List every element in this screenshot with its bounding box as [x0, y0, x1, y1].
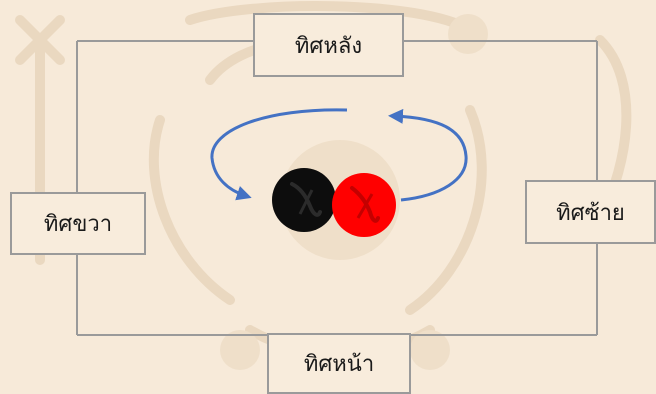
rotation-arrow-right [388, 108, 468, 202]
direction-label-left-side: ทิศซ้าย [525, 180, 656, 244]
frame-lines [76, 40, 598, 336]
direction-label-front-text: ทิศหน้า [303, 352, 375, 377]
direction-label-back: ทิศหลัง [253, 13, 404, 77]
direction-label-right-side: ทิศขวา [10, 192, 146, 255]
black-circle-figure [272, 168, 336, 232]
direction-label-front: ทิศหน้า [267, 333, 411, 394]
rotation-arrow-left [210, 108, 348, 201]
direction-label-back-text: ทิศหลัง [294, 33, 363, 59]
direction-label-left-side-text: ทิศซ้าย [556, 200, 625, 226]
red-circle-figure [332, 173, 396, 237]
direction-label-right-side-text: ทิศขวา [43, 212, 113, 237]
